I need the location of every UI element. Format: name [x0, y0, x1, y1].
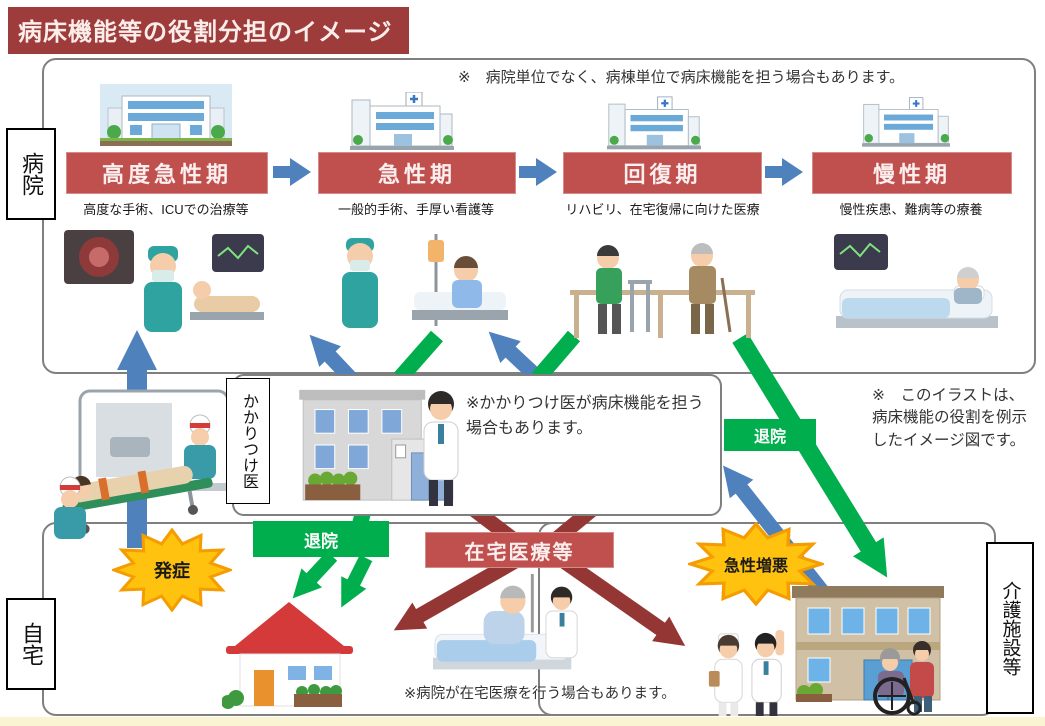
stage-recovery: 回復期 [563, 152, 762, 194]
onset-label: 発症 [154, 561, 190, 581]
stage-acute-description: 一般的手術、手厚い看護等 [337, 202, 494, 217]
surgery-illustration [64, 230, 264, 332]
house-illustration [222, 602, 353, 709]
nurse-doctor-illustration [708, 629, 785, 716]
hospital-home-care-note: ※病院が在宅医療を行う場合もあります。 [404, 686, 676, 702]
stage-recovery-description: リハビリ、在宅復帰に向けた医療 [565, 202, 760, 217]
acute-care-illustration [342, 234, 508, 328]
acute-worsening-label: 急性増悪 [723, 558, 788, 575]
page-title: 病床機能等の役割分担のイメージ [8, 7, 409, 54]
stage-arrow-icon-2 [519, 158, 557, 186]
facility-label: 介護施設等 [986, 542, 1034, 714]
home-care-illustration [432, 573, 578, 670]
stage-highly-acute-description: 高度な手術、ICUでの治療等 [83, 202, 249, 217]
stage-arrow-icon-3 [765, 158, 803, 186]
home-label: 自宅 [6, 598, 56, 690]
chronic-care-illustration [834, 234, 998, 328]
family-doctor-illustration [423, 391, 459, 506]
hospital-building-icon-4 [862, 97, 950, 147]
illustration-note: ※ このイラストは、病床機能の役割を例示したイメージ図です。 [872, 387, 1028, 449]
wheelchair-illustration [873, 641, 934, 716]
onset-starburst: 発症 [109, 527, 235, 613]
acute-worsening-starburst: 急性増悪 [685, 521, 827, 607]
bottom-strip [0, 717, 1045, 726]
hospital-label: 病院 [6, 128, 56, 220]
hospital-building-icon-1 [100, 84, 232, 146]
stage-chronic: 慢性期 [812, 152, 1012, 194]
stage-highly-acute: 高度急性期 [66, 152, 268, 194]
family-doctor-label: かかりつけ医 [226, 378, 270, 504]
family-doctor-note: ※かかりつけ医が病床機能を担う場合もあります。 [466, 395, 704, 437]
stage-chronic-description: 慢性疾患、難病等の療養 [839, 202, 983, 217]
hospital-building-icon-2 [350, 92, 454, 150]
rehabilitation-illustration [570, 243, 755, 338]
stage-acute: 急性期 [318, 152, 516, 194]
stage-arrow-icon-1 [273, 158, 311, 186]
discharge-facility-band: 退院 [724, 419, 816, 451]
discharge-home-band: 退院 [253, 521, 389, 557]
ambulance-illustration [54, 389, 230, 539]
home-medical-band: 在宅医療等 [425, 532, 614, 568]
hospital-building-icon-3 [607, 96, 701, 150]
hospital-unit-note: ※ 病院単位でなく、病棟単位で病床機能を担う場合もあります。 [458, 69, 905, 86]
